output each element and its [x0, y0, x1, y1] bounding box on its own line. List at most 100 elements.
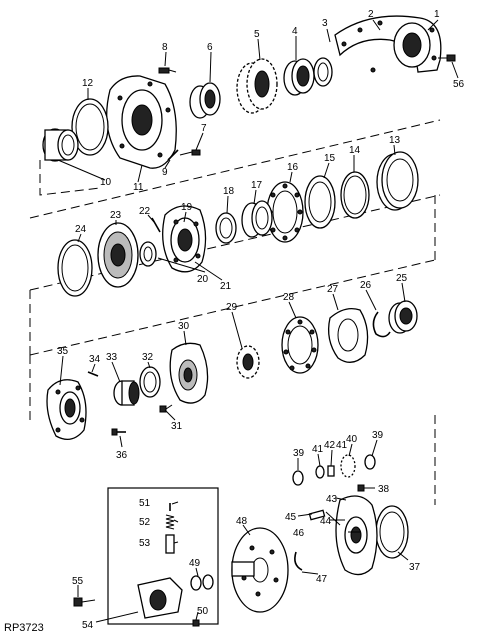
- part-1-cover-plate: [334, 15, 442, 73]
- callout-5: 5: [254, 29, 260, 40]
- part-22-pin: [151, 217, 161, 233]
- callout-23: 23: [110, 210, 122, 221]
- part-37-seal: [375, 505, 409, 559]
- callout-3: 3: [322, 18, 328, 29]
- part-17-springs: [241, 200, 273, 238]
- part-3-ring: [313, 57, 333, 87]
- callout-38: 38: [378, 484, 390, 495]
- callout-26: 26: [360, 280, 372, 291]
- part-38-bolt: [357, 484, 365, 492]
- callout-56: 56: [453, 79, 465, 90]
- callout-54: 54: [82, 620, 94, 631]
- callout-48: 48: [236, 516, 248, 527]
- part-28-friction-disc: [281, 316, 319, 374]
- part-47-snap-ring: [294, 551, 303, 571]
- callout-18: 18: [223, 186, 235, 197]
- part-6-bearing: [189, 82, 221, 119]
- part-48-hub: [231, 527, 289, 613]
- callout-47: 47: [316, 574, 328, 585]
- part-27-plate: [327, 307, 369, 363]
- part-36-bolt: [111, 428, 126, 436]
- callout-11: 11: [133, 182, 144, 193]
- callout-15: 15: [324, 153, 336, 164]
- callout-37: 37: [409, 562, 421, 573]
- part-4-bearing: [283, 58, 315, 96]
- callout-30: 30: [178, 321, 190, 332]
- callout-51: 51: [139, 498, 151, 509]
- callout-17: 17: [251, 180, 263, 191]
- part-9-dowel: [167, 149, 179, 161]
- part-49-valves: [190, 574, 214, 591]
- callout-4: 4: [292, 26, 298, 37]
- callout-22: 22: [139, 206, 151, 217]
- callout-6: 6: [207, 42, 213, 53]
- part-33-bearing: [113, 380, 140, 406]
- callout-20: 20: [197, 274, 209, 285]
- callout-44: 44: [320, 516, 332, 527]
- callout-25: 25: [396, 273, 408, 284]
- part-25-bearing: [388, 300, 418, 334]
- callout-39: 39: [372, 430, 384, 441]
- part-52-spring: [165, 514, 175, 530]
- part-50-plug: [192, 619, 200, 627]
- part-53-plunger: [165, 534, 175, 554]
- part-23-drum: [97, 222, 139, 288]
- part-13-ring: [376, 151, 419, 211]
- part-56-bolt: [438, 54, 456, 62]
- callout-36: 36: [116, 450, 128, 461]
- part-12-seal: [71, 98, 109, 156]
- callout-50: 50: [197, 606, 209, 617]
- part-24-ring: [57, 239, 93, 297]
- figure-reference-id: RP3723: [4, 622, 44, 634]
- part-29-sprocket: [236, 345, 260, 379]
- part-32-ring: [139, 366, 161, 398]
- callout-52: 52: [139, 517, 151, 528]
- part-34-pin: [87, 371, 99, 377]
- callout-33: 33: [106, 352, 118, 363]
- part-39-washers: [292, 454, 376, 486]
- callout-41b: 41: [336, 440, 348, 451]
- callout-35: 35: [57, 346, 69, 357]
- part-31-bolt: [159, 404, 173, 413]
- callout-10: 10: [100, 177, 112, 188]
- callout-28: 28: [283, 292, 295, 303]
- callout-55: 55: [72, 576, 84, 587]
- part-8-bolt: [158, 67, 177, 74]
- leader-lines: [57, 19, 459, 623]
- part-35-flange: [46, 379, 87, 441]
- callout-41: 41: [312, 444, 324, 455]
- callout-42: 42: [324, 440, 336, 451]
- callout-13: 13: [389, 135, 401, 146]
- callout-43: 43: [326, 494, 338, 505]
- callout-34: 34: [89, 354, 101, 365]
- part-55-bolt: [73, 597, 96, 607]
- callout-19: 19: [181, 202, 193, 213]
- part-21-carrier: [162, 205, 207, 273]
- part-40-gear: [340, 454, 356, 478]
- part-15-disc: [304, 175, 336, 229]
- callout-49: 49: [189, 558, 201, 569]
- callout-31: 31: [171, 421, 183, 432]
- callout-9: 9: [162, 167, 168, 178]
- callout-2: 2: [368, 9, 374, 20]
- part-5-gear: [236, 58, 278, 114]
- part-45-pin: [308, 509, 326, 521]
- callout-12: 12: [82, 78, 94, 89]
- callout-53: 53: [139, 538, 151, 549]
- callout-14: 14: [349, 145, 361, 156]
- callout-45: 45: [285, 512, 297, 523]
- callout-21: 21: [220, 281, 232, 292]
- part-41-42-bushings: [315, 465, 335, 479]
- inset-box: [107, 487, 219, 625]
- part-26-snap-ring: [372, 311, 391, 338]
- callout-8: 8: [162, 42, 168, 53]
- part-54-valve-body: [137, 577, 183, 619]
- part-11-housing: [106, 75, 177, 169]
- part-10-sleeve: [42, 128, 79, 162]
- callout-29: 29: [226, 302, 238, 313]
- part-18-washer: [215, 212, 237, 244]
- callout-1: 1: [434, 9, 440, 20]
- callout-39b: 39: [293, 448, 305, 459]
